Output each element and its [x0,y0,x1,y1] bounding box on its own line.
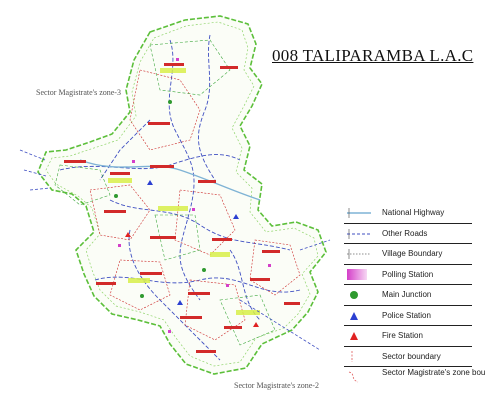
place-label-highlights [108,68,260,315]
village-boundary-icon [347,249,371,259]
legend-row-fire-station: Fire Station [344,326,472,347]
legend-label-other-roads: Other Roads [382,228,428,238]
national-highway-icon [347,208,371,218]
legend-label-sector-magistrate-zone-boundary: Sector Magistrate's zone boundary [382,368,485,377]
fire-station-markers [125,232,259,327]
legend-label-main-junction: Main Junction [382,290,432,299]
legend-label-village-boundary: Village Boundary [382,249,443,258]
zone-label-bottom: Sector Magistrate's zone-2 [234,381,319,390]
legend-label-polling-station: Polling Station [382,269,434,279]
national-highway-line [79,159,261,201]
legend-label-police-station: Police Station [382,310,431,320]
map-legend: National Highway Other Roads Village Bou… [344,203,485,389]
legend-row-police-station: Police Station [344,306,472,326]
legend-label-sector-boundary: Sector boundary [382,351,441,361]
police-station-icon [350,311,358,320]
place-labels [64,63,300,353]
legend-label-fire-station: Fire Station [382,331,423,340]
legend-row-polling-station: Polling Station [344,265,472,285]
legend-row-national-highway: National Highway [344,203,472,224]
outer-boundary-trace [45,21,319,367]
sector-boundary-icon [351,350,353,362]
map-title: 008 TALIPARAMBA L.A.C [272,46,474,65]
fire-station-icon [350,332,358,340]
polling-station-markers [118,58,271,333]
legend-row-other-roads: Other Roads [344,224,472,244]
police-station-markers [147,180,239,305]
village-boundaries-green [54,39,276,346]
legend-row-sector-boundary: Sector boundary [344,347,472,367]
zone-label-top-left: Sector Magistrate's zone-3 [36,88,121,97]
legend-row-village-boundary: Village Boundary [344,244,472,265]
external-road-stubs [19,149,331,351]
other-roads-icon [347,228,371,239]
legend-row-sector-magistrate-zone-boundary: Sector Magistrate's zone boundary [344,367,485,389]
main-junction-markers [114,100,206,298]
legend-row-main-junction: Main Junction [344,285,472,306]
legend-label-national-highway: National Highway [382,208,445,217]
polling-station-icon [347,268,367,280]
main-junction-icon [350,291,358,299]
sector-magistrate-zone-boundary-icon [348,371,359,383]
